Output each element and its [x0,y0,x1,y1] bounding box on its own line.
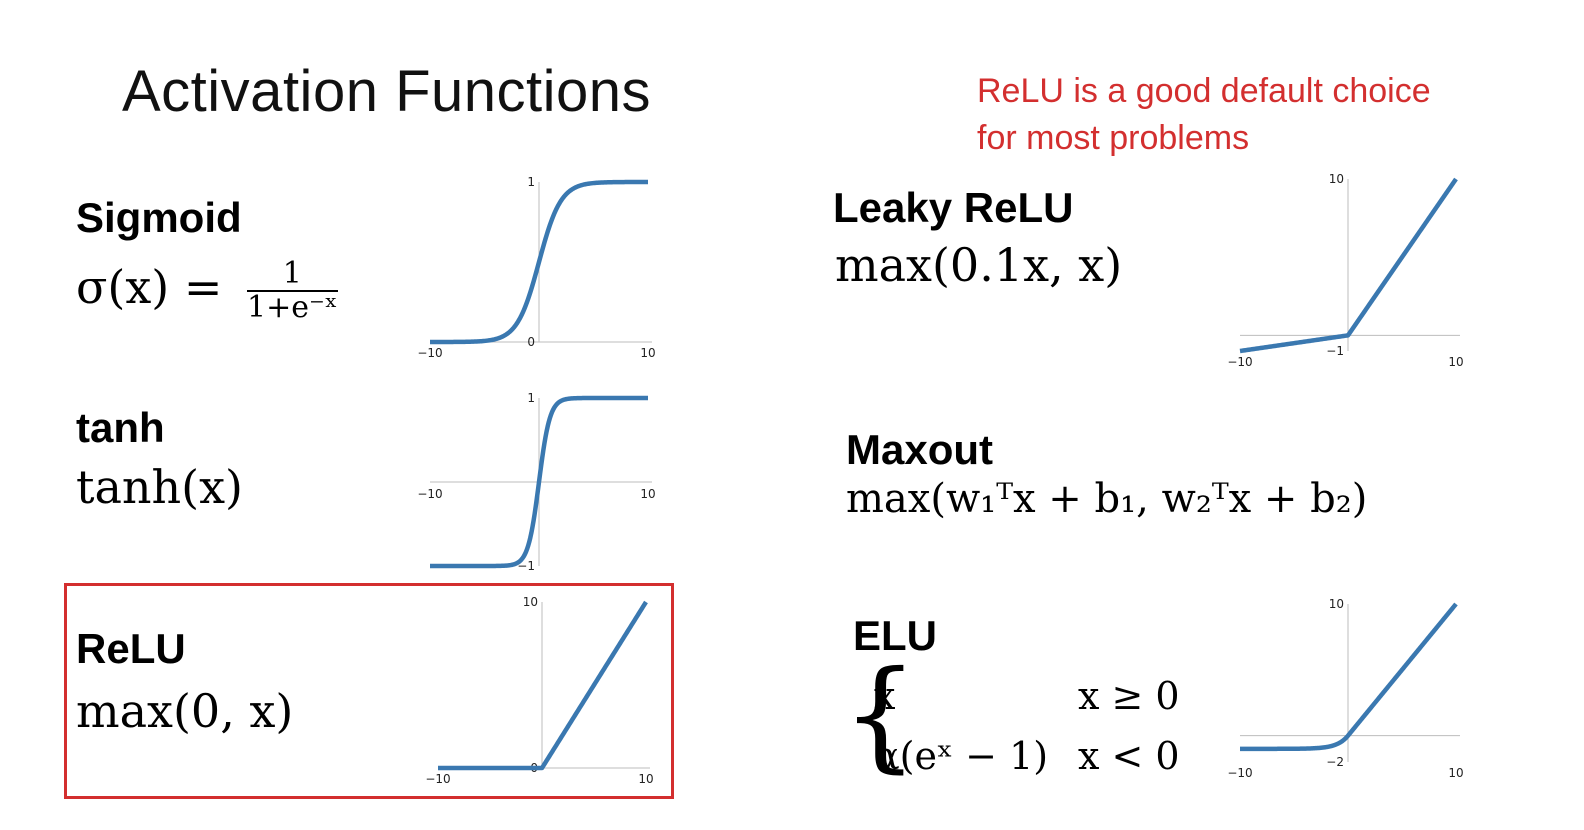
leaky-relu-formula: max(0.1x, x) [835,238,1123,292]
elu-plot: −10 10 −2 10 [1227,597,1463,780]
sigmoid-formula: σ(x) = 1 1+e⁻ˣ [76,258,338,324]
elu-curve [1238,602,1458,752]
leaky-y-tick-1: 10 [1329,172,1344,186]
elu-name: ELU [853,612,937,659]
elu-case2-expr: α(eˣ − 1) [874,734,1049,778]
elu-x-tick-0: −10 [1227,766,1252,780]
relu-highlight-box [64,583,674,799]
elu-y-tick-0: −2 [1326,755,1344,769]
elu-case1-cond: x ≥ 0 [1078,674,1180,718]
relu-x-tick-1: 10 [638,772,653,786]
sigmoid-x-tick-0: −10 [417,346,442,360]
relu-formula: max(0, x) [76,684,294,738]
elu-case2-cond: x < 0 [1078,734,1180,778]
note-line-2: for most problems [977,119,1250,157]
tanh-y-tick-0: −1 [517,559,535,573]
relu-curve [436,600,648,771]
tanh-formula: tanh(x) [76,460,243,514]
relu-y-tick-1: 10 [523,595,538,609]
tanh-name: tanh [76,404,165,451]
slide-title: Activation Functions [122,59,652,124]
elu-y-tick-1: 10 [1329,597,1344,611]
tanh-curve [428,395,650,569]
sigmoid-numerator: 1 [247,258,338,292]
sigmoid-lhs: σ(x) = [76,260,223,314]
relu-recommendation-note: ReLU is a good default choice for most p… [977,68,1431,162]
sigmoid-denominator: 1+e⁻ˣ [247,290,338,325]
leaky-x-tick-0: −10 [1227,355,1252,369]
tanh-x-tick-0: −10 [417,487,442,501]
sigmoid-fraction: 1 1+e⁻ˣ [247,258,338,324]
sigmoid-x-tick-1: 10 [640,346,655,360]
sigmoid-plot: −10 10 0 1 [417,175,655,360]
leaky-relu-name: Leaky ReLU [833,184,1074,231]
elu-brace: { [842,646,919,785]
tanh-plot: −10 10 −1 1 [417,391,655,573]
leaky-relu-plot: −10 10 −1 10 [1227,172,1463,369]
leaky-curve [1238,177,1458,354]
elu-x-tick-1: 10 [1448,766,1463,780]
maxout-name: Maxout [846,426,993,473]
maxout-formula: max(w₁ᵀx + b₁, w₂ᵀx + b₂) [846,476,1368,522]
note-line-1: ReLU is a good default choice [977,72,1431,110]
elu-formula: { x x ≥ 0 α(eˣ − 1) x < 0 [842,646,1222,794]
leaky-y-tick-0: −1 [1326,344,1344,358]
relu-name: ReLU [76,625,186,672]
tanh-x-tick-1: 10 [640,487,655,501]
tanh-y-tick-1: 1 [527,391,535,405]
sigmoid-name: Sigmoid [76,194,242,241]
leaky-x-tick-1: 10 [1448,355,1463,369]
relu-x-tick-0: −10 [425,772,450,786]
elu-case1-expr: x [874,674,896,718]
sigmoid-y-tick-1: 1 [527,175,535,189]
sigmoid-y-tick-0: 0 [527,335,535,349]
sigmoid-curve [428,179,650,345]
